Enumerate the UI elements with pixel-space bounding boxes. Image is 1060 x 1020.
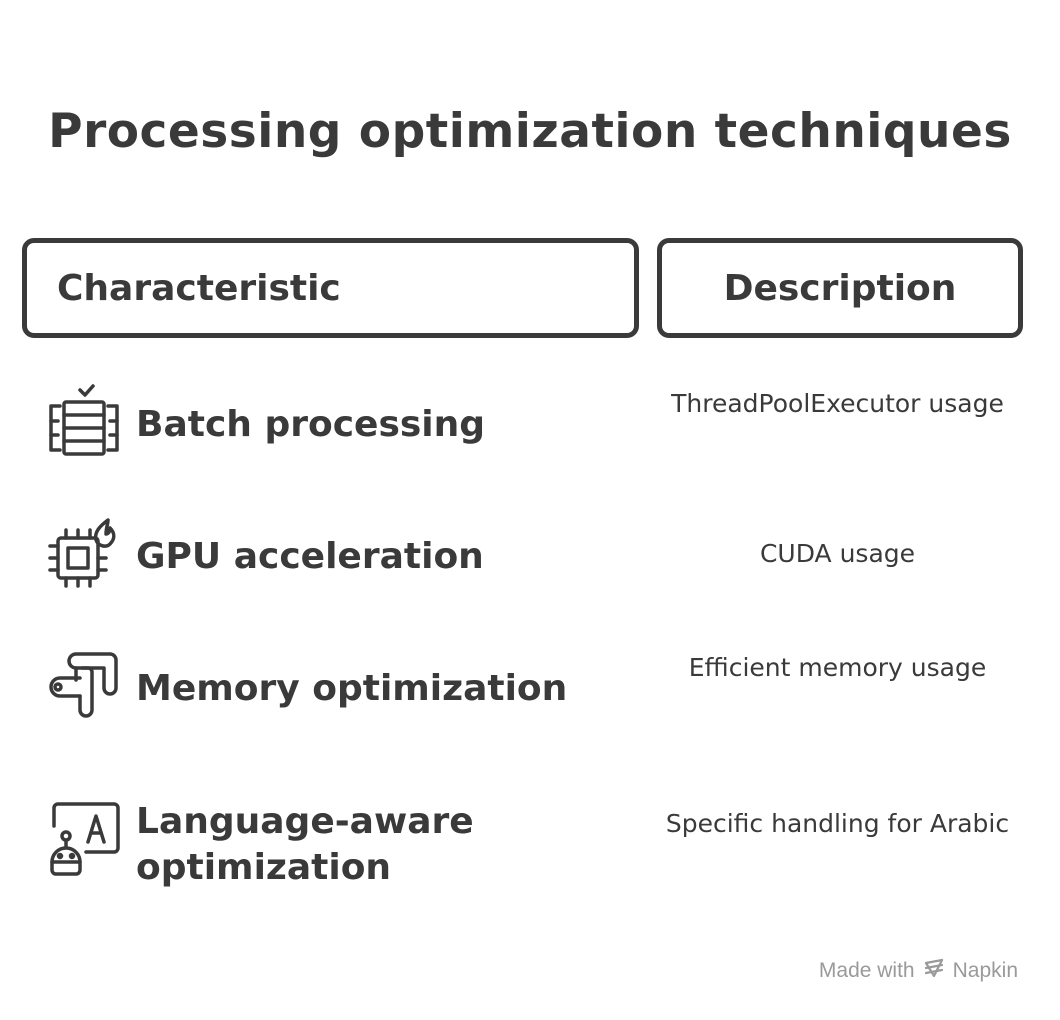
row-label-batch-processing: Batch processing (136, 404, 486, 445)
row-label-language-aware-optimization: Language-aware optimization (136, 801, 474, 888)
robot-language-icon (46, 802, 122, 878)
header-description-label: Description (723, 267, 957, 309)
row-description-batch-processing: ThreadPoolExecutor usage (671, 389, 1004, 418)
memory-pipe-icon (46, 646, 122, 722)
row-description-memory-optimization: Efficient memory usage (688, 653, 987, 682)
napkin-logo-icon (923, 957, 945, 985)
gpu-chip-flame-icon (46, 516, 122, 592)
batch-stack-icon (46, 384, 122, 460)
made-with-napkin-footer[interactable]: Made with Napkin (819, 957, 1018, 985)
header-description: Description (657, 238, 1023, 338)
header-characteristic-label: Characteristic (57, 267, 341, 309)
diagram-title: Processing optimization techniques (48, 104, 1012, 159)
row-description-gpu-acceleration: CUDA usage (759, 539, 916, 568)
row-description-language-aware-optimization: Specific handling for Arabic (665, 809, 1010, 838)
napkin-brand-label: Napkin (952, 959, 1018, 982)
row-label-memory-optimization: Memory optimization (136, 668, 568, 709)
header-characteristic: Characteristic (22, 238, 639, 338)
made-with-label: Made with (818, 959, 915, 982)
row-label-gpu-acceleration: GPU acceleration (136, 536, 484, 577)
